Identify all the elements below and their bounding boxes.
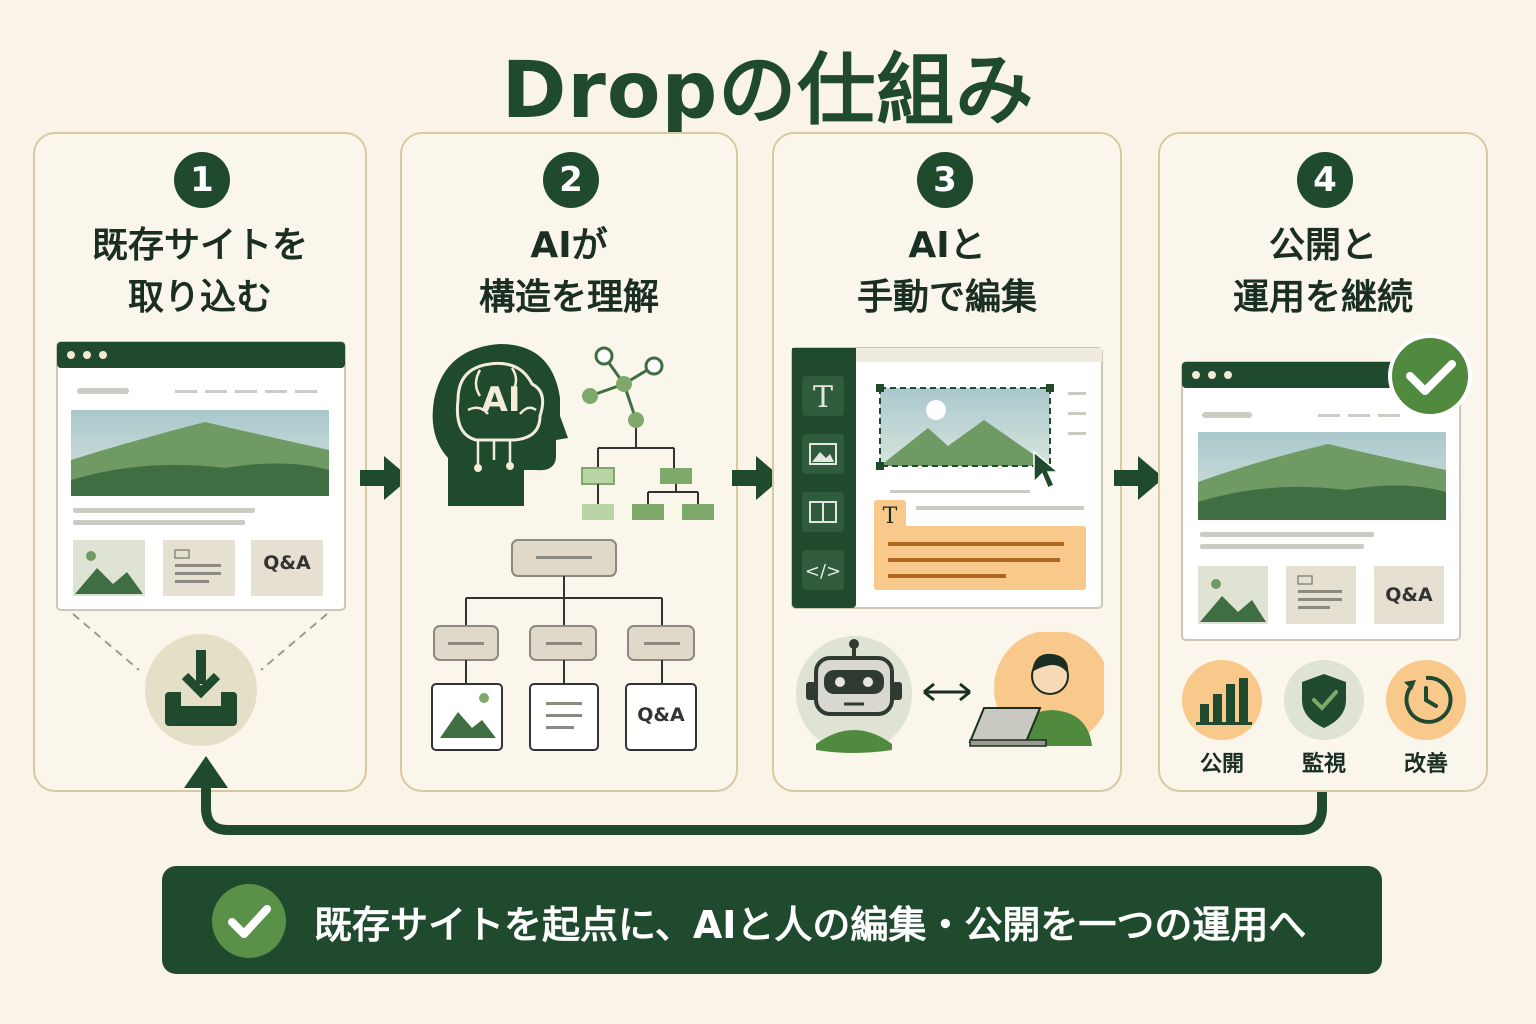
summary-banner: 既存サイトを起点に、AIと人の編集・公開を一つの運用へ bbox=[162, 866, 1382, 974]
arrow-right-icon bbox=[1114, 456, 1164, 500]
qa-label: Q&A bbox=[263, 552, 311, 574]
step-panel-3: 3 AIと 手動で編集 T </> T bbox=[772, 132, 1122, 792]
arrow-right-icon bbox=[732, 456, 782, 500]
code-tool-icon: </> bbox=[804, 561, 842, 582]
step-number-3: 3 bbox=[917, 152, 973, 208]
arrow-right-icon bbox=[360, 456, 410, 500]
download-icon bbox=[145, 629, 257, 741]
step-panel-2: 2 AIが 構造を理解 AI bbox=[400, 132, 738, 792]
loop-arrow-icon bbox=[184, 756, 1327, 835]
summary-text: 既存サイトを起点に、AIと人の編集・公開を一つの運用へ bbox=[314, 903, 1307, 947]
text-tool-icon: T bbox=[812, 380, 833, 415]
step-panel-4: 4 公開と 運用を継続 Q&A bbox=[1158, 132, 1488, 792]
text-cursor-icon: T bbox=[882, 504, 898, 529]
qa-label: Q&A bbox=[637, 704, 685, 726]
step-number-4: 4 bbox=[1297, 152, 1353, 208]
published-site-illustration bbox=[1181, 334, 1472, 641]
status-label-monitor: 監視 bbox=[1301, 752, 1346, 777]
robot-human-collaboration bbox=[796, 632, 1104, 753]
page-title: Dropの仕組み bbox=[501, 46, 1035, 136]
step-number-1: 1 bbox=[174, 152, 230, 208]
step-title-1: 既存サイトを 取り込む bbox=[91, 225, 308, 318]
qa-label: Q&A bbox=[1385, 584, 1433, 606]
status-label-publish: 公開 bbox=[1199, 752, 1244, 777]
step-panel-1: 1 既存サイトを 取り込む bbox=[33, 132, 367, 792]
step-title-2: AIが 構造を理解 bbox=[478, 225, 659, 318]
ai-brain-label: AI bbox=[481, 380, 521, 420]
bar-chart-icon bbox=[1182, 660, 1262, 740]
step-title-3: AIと 手動で編集 bbox=[856, 225, 1037, 318]
shield-check-icon bbox=[1284, 660, 1364, 740]
step-number-2: 2 bbox=[543, 152, 599, 208]
step-title-4: 公開と 運用を継続 bbox=[1232, 225, 1413, 318]
ai-head-icon bbox=[432, 344, 568, 506]
editor-mockup-illustration bbox=[791, 347, 1103, 609]
status-label-improve: 改善 bbox=[1403, 752, 1448, 777]
structure-diagram bbox=[431, 346, 714, 751]
website-mockup-illustration bbox=[56, 341, 346, 746]
clock-refresh-icon bbox=[1386, 660, 1466, 740]
check-circle-icon bbox=[212, 884, 286, 958]
